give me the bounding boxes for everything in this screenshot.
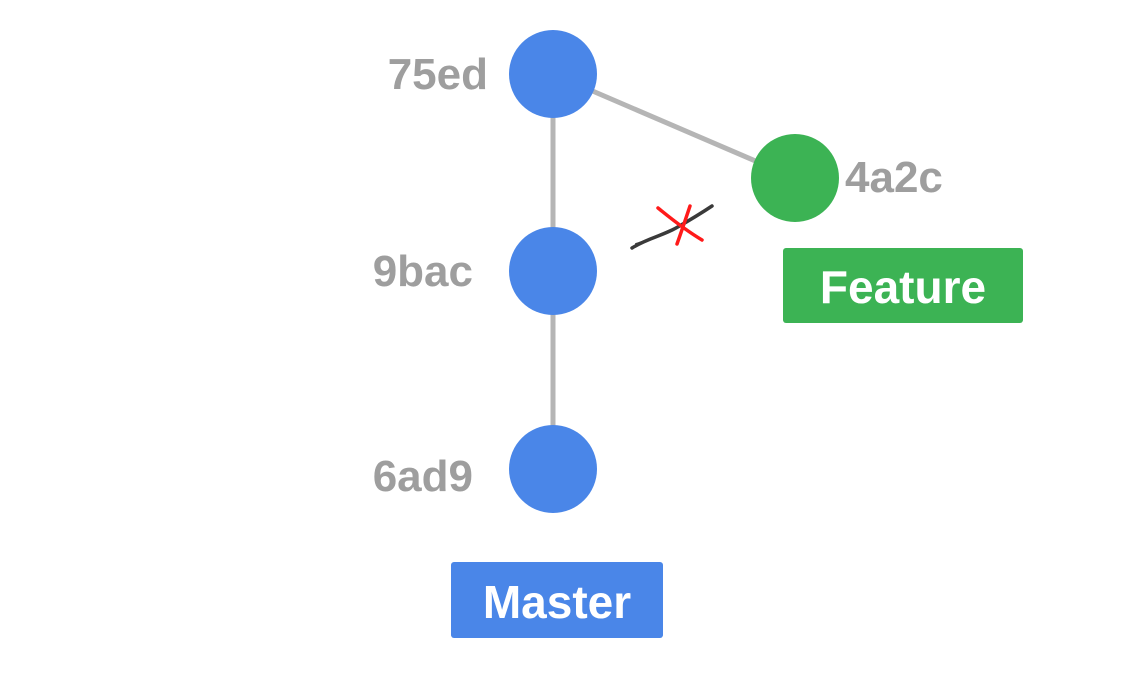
commit-label-6ad9: 6ad9 [373,452,473,501]
commit-label-9bac: 9bac [373,247,473,296]
commit-node-9bac [509,227,597,315]
commit-node-4a2c [751,134,839,222]
branch-tag-master-bg [451,562,663,638]
branch-tag-master-label: Master [483,576,631,628]
commit-node-75ed [509,30,597,118]
commit-node-6ad9 [509,425,597,513]
commit-label-4a2c: 4a2c [845,153,943,202]
branch-tag-master: Master [451,562,663,638]
strikethrough-annotation [630,204,714,250]
branch-tag-feature: Feature [783,248,1023,323]
branch-tag-feature-label: Feature [820,261,986,313]
branch-tag-feature-bg [783,248,1023,323]
cross-mark-icon [656,204,704,246]
annotation-stroke-2 [635,225,681,245]
commit-label-75ed: 75ed [388,50,488,99]
